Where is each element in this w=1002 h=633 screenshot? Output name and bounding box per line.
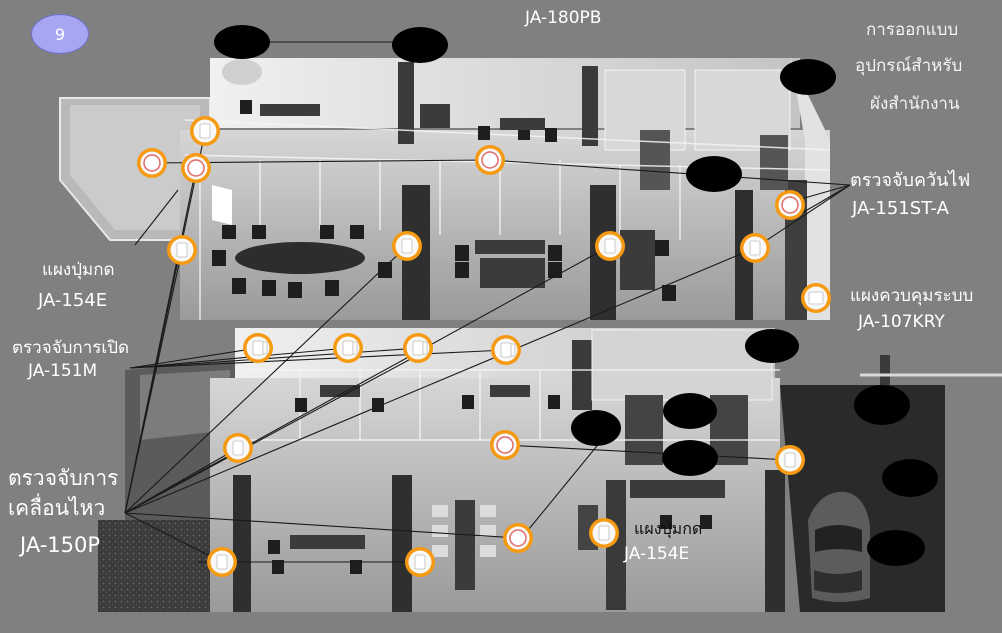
heading-line-1: การออกแบบ bbox=[866, 20, 959, 40]
keypad-lower-model: JA-154E bbox=[624, 544, 690, 564]
door-contact-model: JA-151M bbox=[28, 361, 98, 381]
motion-sensor-icon bbox=[405, 547, 435, 577]
keypad-upper-label: แผงปุ่มกด bbox=[42, 260, 115, 280]
smoke-detector-label: ตรวจจับควันไฟ bbox=[850, 170, 971, 191]
door-contact-icon bbox=[491, 335, 521, 365]
smoke-detector-icon bbox=[775, 190, 805, 220]
motion-sensor-icon bbox=[207, 547, 237, 577]
connector-lines bbox=[124, 41, 851, 563]
keypad-lower-label: แผงปุ่มกด bbox=[634, 519, 703, 538]
redaction-marks bbox=[214, 25, 938, 566]
motion-sensor-icon bbox=[775, 445, 805, 475]
door-contact-icon bbox=[243, 333, 273, 363]
lower-floor bbox=[98, 328, 1002, 612]
keypad-icon bbox=[589, 518, 619, 548]
motion-sensor-icon bbox=[595, 231, 625, 261]
door-contact-icon bbox=[403, 333, 433, 363]
model-label-ja180pb: JA-180PB bbox=[525, 8, 602, 28]
smoke-detector-model: JA-151ST-A bbox=[852, 198, 949, 219]
heading-line-2: อุปกรณ์สำหรับ bbox=[855, 56, 963, 76]
smoke-detector-icon bbox=[137, 148, 167, 178]
upper-floor bbox=[59, 58, 831, 320]
door-contact-label: ตรวจจับการเปิด bbox=[12, 338, 130, 358]
car-icon bbox=[808, 491, 870, 602]
smoke-detector-icon bbox=[490, 430, 520, 460]
smoke-detector-icon bbox=[503, 523, 533, 553]
control-panel-model: JA-107KRY bbox=[858, 312, 945, 332]
motion-detector-label-2: เคลื่อนไหว bbox=[8, 496, 106, 520]
motion-detector-label-1: ตรวจจับการ bbox=[8, 466, 119, 490]
control-panel-label: แผงควบคุมระบบ bbox=[850, 286, 974, 306]
door-contact-icon bbox=[333, 333, 363, 363]
motion-sensor-icon bbox=[740, 233, 770, 263]
page-number: 9 bbox=[54, 24, 66, 44]
motion-sensor-icon bbox=[392, 231, 422, 261]
motion-sensor-icon bbox=[167, 235, 197, 265]
motion-sensor-icon bbox=[223, 433, 253, 463]
device-markers bbox=[137, 116, 831, 577]
keypad-upper-model: JA-154E bbox=[38, 290, 108, 311]
motion-detector-model: JA-150P bbox=[20, 533, 101, 557]
smoke-detector-icon bbox=[181, 153, 211, 183]
motion-sensor-icon bbox=[190, 116, 220, 146]
faded-marker bbox=[222, 59, 262, 85]
control-panel-icon bbox=[801, 283, 831, 313]
page-number-badge: 9 bbox=[31, 14, 89, 54]
heading-line-3: ผังสำนักงาน bbox=[870, 94, 960, 114]
smoke-detector-icon bbox=[475, 145, 505, 175]
